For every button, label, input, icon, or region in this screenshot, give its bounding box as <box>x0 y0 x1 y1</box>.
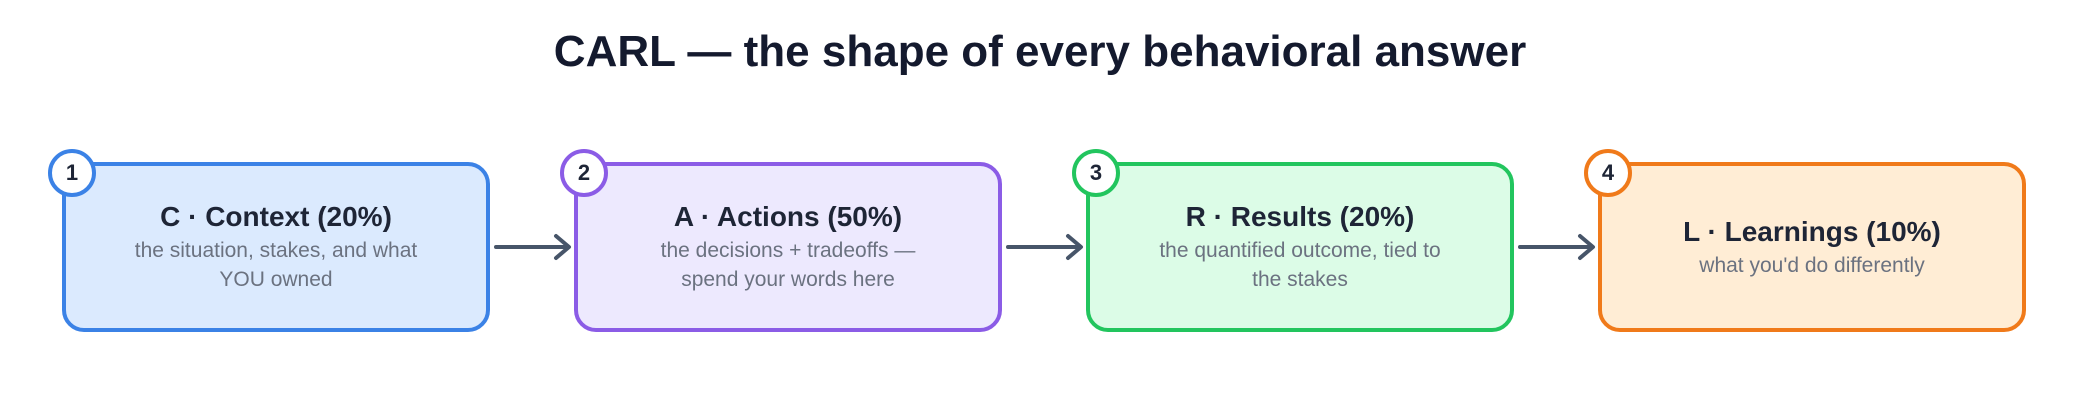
step-box-results: R · Results (20%) the quantified outcome… <box>1086 162 1514 332</box>
step-heading: L · Learnings (10%) <box>1683 215 1941 247</box>
diagram-title: CARL — the shape of every behavioral ans… <box>553 27 1527 76</box>
step-box-context: C · Context (20%) the situation, stakes,… <box>62 162 490 332</box>
arrow-right-icon <box>1518 234 1595 260</box>
step-description: the decisions + tradeoffs — spend your w… <box>660 239 916 291</box>
step-number-badge: 1 <box>48 149 96 197</box>
step-heading: R · Results (20%) <box>1185 201 1415 232</box>
step-number-badge: 4 <box>1584 149 1632 197</box>
arrow-right-icon <box>494 234 571 260</box>
step-box-actions: A · Actions (50%) the decisions + tradeo… <box>574 162 1002 332</box>
step-box-learnings: L · Learnings (10%) what you'd do differ… <box>1598 162 2026 332</box>
step-description: the quantified outcome, tied to the stak… <box>1159 239 1441 291</box>
arrow-right-icon <box>1006 234 1083 260</box>
step-heading: C · Context (20%) <box>160 201 392 232</box>
step-number-badge: 3 <box>1072 149 1120 197</box>
step-number-badge: 2 <box>560 149 608 197</box>
step-description: what you'd do differently <box>1699 253 1925 277</box>
step-heading: A · Actions (50%) <box>673 201 903 232</box>
step-description: the situation, stakes, and what YOU owne… <box>134 239 418 291</box>
